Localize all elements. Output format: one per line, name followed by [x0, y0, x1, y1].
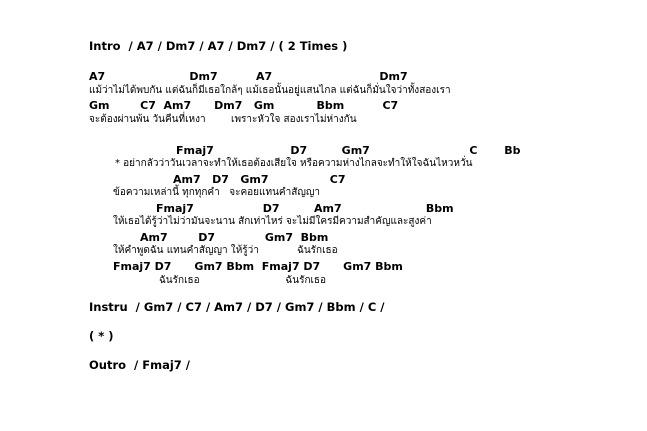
instru-line: Instru / Gm7 / C7 / Am7 / D7 / Gm7 / Bbm…	[89, 300, 385, 314]
chorus-chord-line-5: Fmaj7 D7 Gm7 Bbm Fmaj7 D7 Gm7 Bbm	[113, 260, 403, 273]
verse-lyric-line-2: จะต้องผ่านพ้น วันคืนที่เหงา เพราะหัวใจ ส…	[89, 114, 357, 125]
verse-chord-line-2: Gm C7 Am7 Dm7 Gm Bbm C7	[89, 99, 399, 112]
chorus-lyric-line-3: ให้เธอได้รู้ว่าไม่ว่ามันจะนาน สักเท่าไหร…	[113, 216, 432, 227]
chorus-chord-line-2: Am7 D7 Gm7 C7	[173, 173, 346, 186]
chorus-lyric-line-1: * อย่ากลัวว่าวันเวลาจะทำให้เธอต้องเสียใจ…	[115, 158, 473, 169]
chorus-lyric-line-5: ฉันรักเธอ ฉันรักเธอ	[159, 275, 327, 286]
chorus-lyric-line-4: ให้คำพูดฉัน แทนคำสัญญา ให้รู้ว่า ฉันรักเ…	[113, 245, 338, 256]
chorus-chord-line-3: Fmaj7 D7 Am7 Bbm	[156, 202, 454, 215]
verse-lyric-line-1: แม้ว่าไม่ได้พบกัน แต่ฉันก็มีเธอใกล้ๆ แม้…	[89, 85, 451, 96]
chorus-chord-line-4: Am7 D7 Gm7 Bbm	[140, 231, 329, 244]
repeat-marker: ( * )	[89, 329, 114, 343]
chorus-chord-line-1: Fmaj7 D7 Gm7 C Bb	[176, 144, 521, 157]
outro-line: Outro / Fmaj7 /	[89, 358, 190, 372]
intro-line: Intro / A7 / Dm7 / A7 / Dm7 / ( 2 Times …	[89, 39, 348, 53]
verse-chord-line-1: A7 Dm7 A7 Dm7	[89, 70, 408, 83]
chorus-lyric-line-2: ข้อความเหล่านี้ ทุกทุกคำ จะคอยแทนคำสัญญา	[113, 187, 320, 198]
